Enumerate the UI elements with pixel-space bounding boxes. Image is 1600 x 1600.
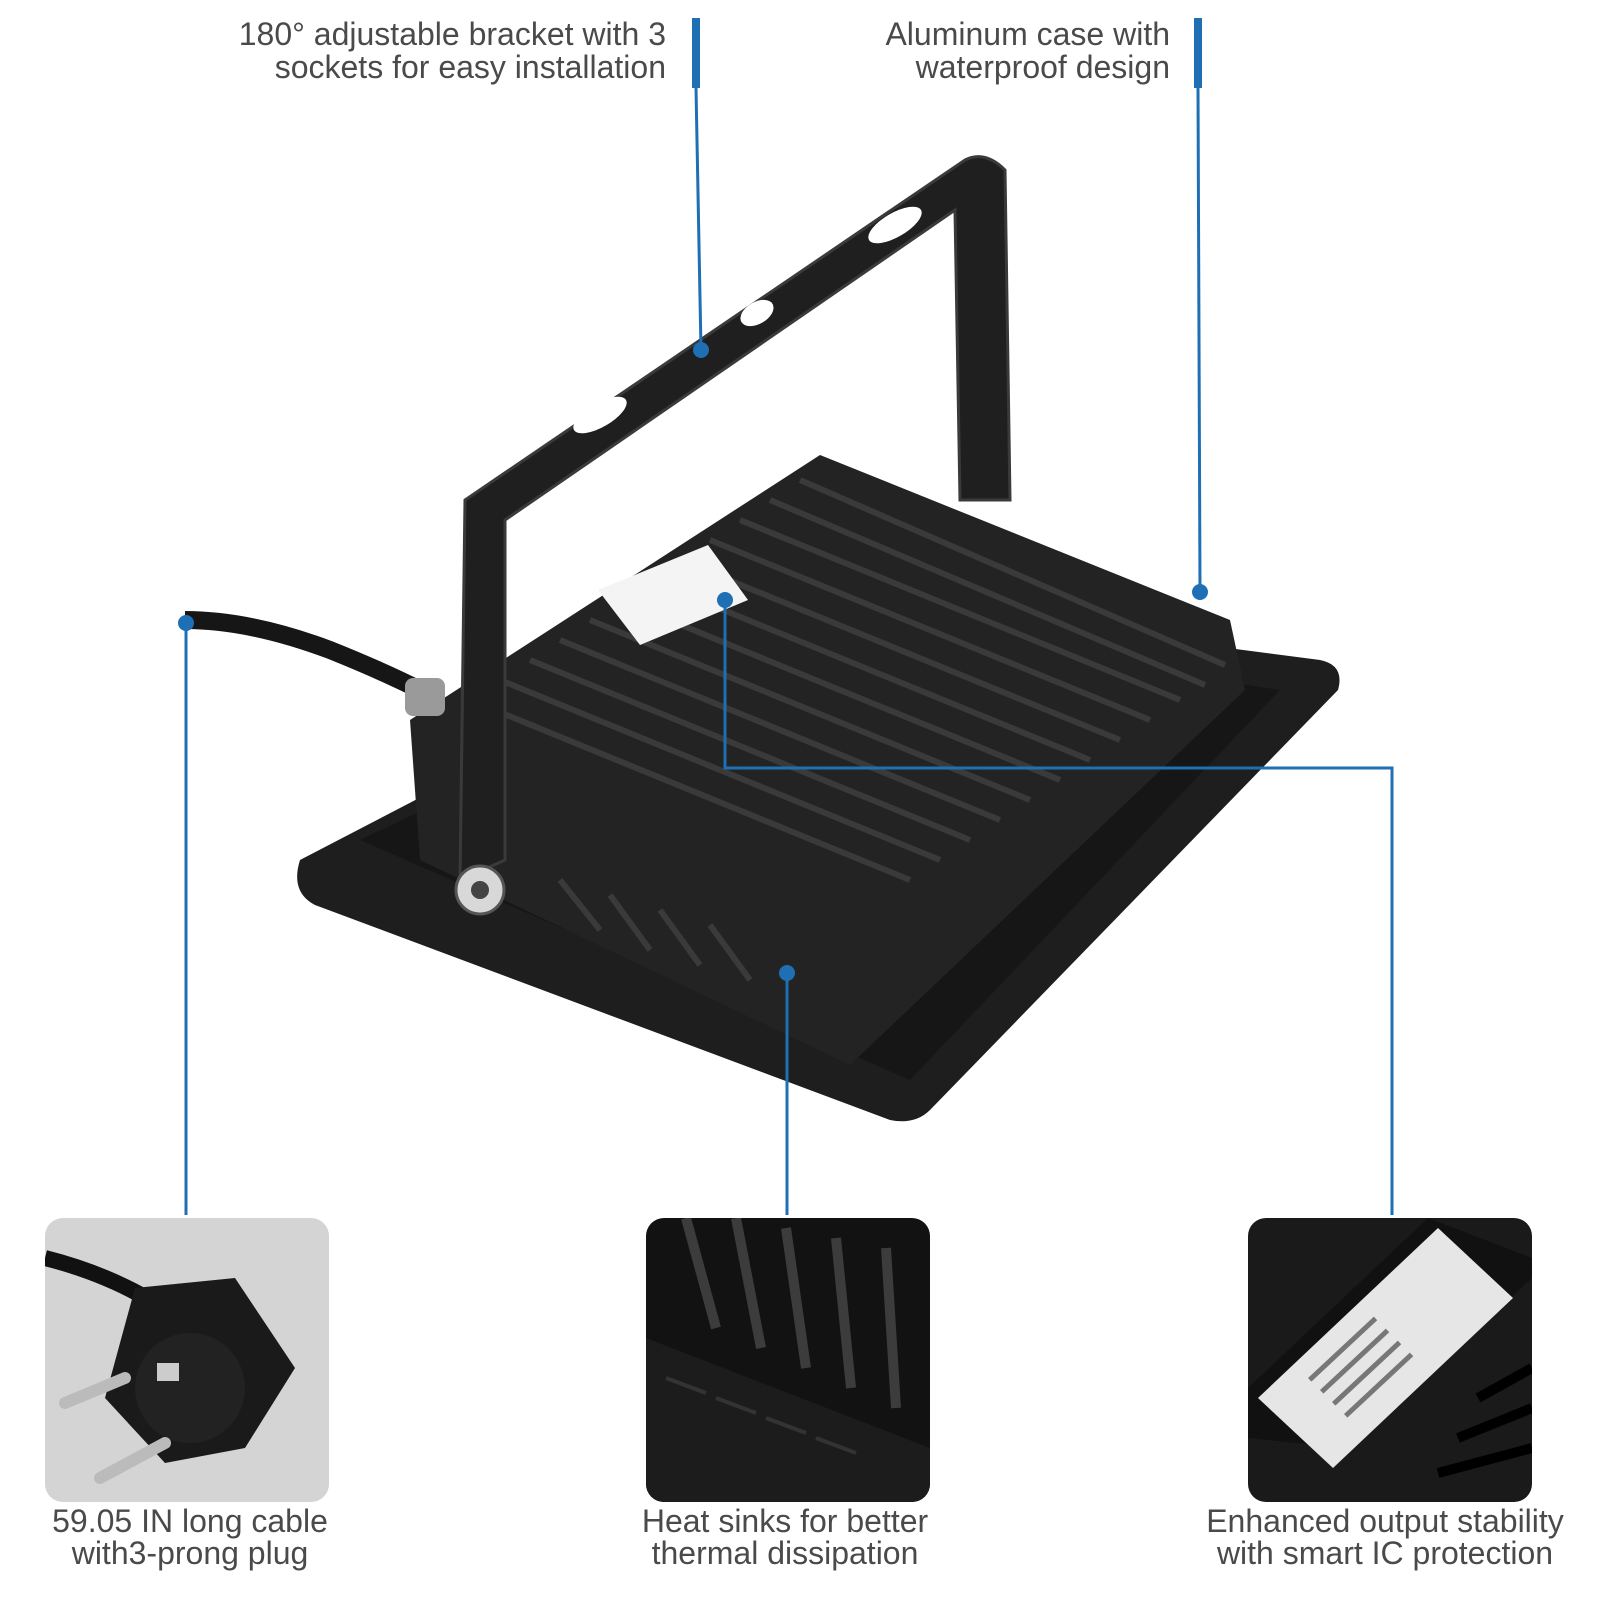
power-cable xyxy=(184,611,425,699)
heat-sink-caption: Heat sinks for better thermal dissipatio… xyxy=(641,1503,929,1571)
spec-label xyxy=(598,545,748,645)
plug-thumbnail xyxy=(45,1218,329,1502)
leader-dots xyxy=(178,342,1208,981)
bracket-slot xyxy=(573,396,627,434)
leader-lines xyxy=(184,18,1394,1215)
cable-caption: 59.05 IN long cable with3-prong plug xyxy=(52,1503,328,1571)
adjustable-bracket xyxy=(458,155,1012,883)
ic-label-thumbnail xyxy=(1248,1218,1532,1502)
bracket-slot xyxy=(740,299,774,327)
cable-gland xyxy=(405,678,445,716)
heat-sink-fins xyxy=(468,477,1227,982)
heat-sink-thumbnail xyxy=(646,1218,930,1502)
bracket-callout: 180° adjustable bracket with 3 sockets f… xyxy=(238,16,666,85)
bracket-slot xyxy=(868,206,922,244)
case-callout: Aluminum case with waterproof design xyxy=(885,16,1170,85)
ic-caption: Enhanced output stability with smart IC … xyxy=(1206,1503,1564,1571)
